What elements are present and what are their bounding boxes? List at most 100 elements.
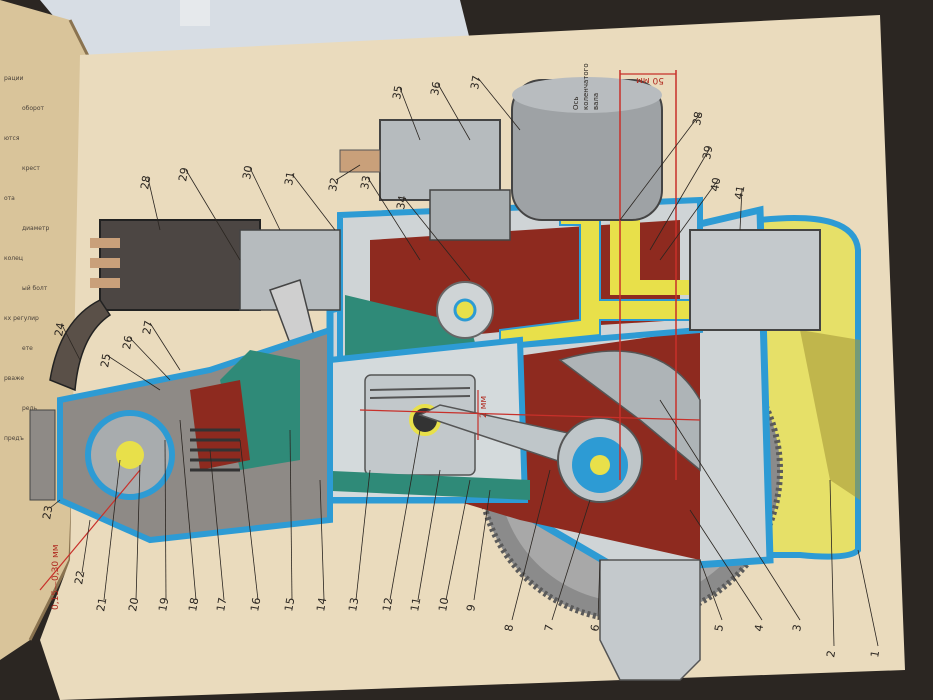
callout-number: 37 [468,74,483,90]
left-page-fragment: рель [22,405,37,412]
callout-number: 24 [52,321,67,337]
callout-leader [389,429,421,601]
callout-leader [473,489,491,601]
callout-leader [417,469,441,601]
callout-number: 32 [326,176,341,192]
callout-leader [335,164,361,181]
valve-cover [689,229,821,331]
callout-number: 26 [120,334,135,350]
callout-number: 25 [98,352,113,368]
callout-number: 18 [186,596,201,612]
callout-number: 2 [824,649,838,658]
ignition-lead [90,278,120,288]
crankpin-oil [590,455,610,475]
callout-number: 8 [502,623,516,632]
left-page-fragment: крест [22,165,40,172]
callout-number: 41 [732,184,747,200]
callout-leader [857,549,879,647]
carburetor [379,119,501,201]
intake-manifold [429,189,511,241]
left-page-fragment: предъ [4,435,24,442]
crank-counterweight [558,350,701,472]
callout-number: 31 [282,170,297,186]
oil-channel [499,209,691,347]
cylinder-fin [310,470,530,500]
callout-number: 17 [214,596,229,612]
camshaft-oil-hole [453,298,477,322]
callout-leader [185,169,241,261]
callout-number: 19 [156,596,171,612]
left-page-fragment: колец [4,255,23,262]
callout-number: 12 [380,596,395,612]
callout-number: 14 [314,596,329,612]
callout-number: 7 [542,623,556,632]
callout-number: 38 [690,110,705,126]
callout-number: 40 [708,176,723,192]
callout-number: 29 [176,166,191,182]
left-page-fragment: диаметр [22,225,49,232]
callout-number: 4 [752,623,766,632]
callout-number: 11 [408,596,423,612]
left-page-fragment: рваже [4,375,24,382]
callout-leader [135,464,141,601]
callout-leader [103,459,121,601]
callout-leader [659,179,719,261]
svg-text:вала: вала [592,93,600,110]
callout-number: 34 [394,194,409,210]
callout-leader [61,324,81,361]
callout-leader [49,499,61,509]
callout-number: 35 [390,84,405,100]
callout-leader [107,355,161,391]
crankshaft-axis-label: Ось коленчатого вала [572,63,600,110]
qr-code [180,0,210,26]
svg-text:коленчатого: коленчатого [582,63,590,110]
callout-leader [477,77,521,131]
callout-number: 33 [358,174,373,190]
ignition-distributor [99,219,261,311]
callout-leader [249,167,281,231]
callout-leader [289,429,293,601]
callout-number: 3 [790,623,804,632]
pulley-flange [29,409,56,501]
ignition-lead [90,238,120,248]
callout-leader [239,439,259,601]
callout-number: 20 [126,596,141,612]
callout-leader [649,147,711,251]
callout-leader [659,399,801,621]
valve-clearance-leader [39,469,141,591]
callout-number: 5 [712,623,726,632]
valve-spring [190,428,240,472]
fuel-fitting [339,149,381,173]
callout-leader [445,479,471,601]
callout-number: 28 [138,174,153,190]
callout-leader [699,559,723,621]
callout-leader [81,519,91,574]
callout-leader [551,499,591,621]
callout-leader [437,83,471,141]
callout-number: 27 [140,319,155,335]
callout-number: 22 [72,569,87,585]
callout-number: 16 [248,596,263,612]
callout-leader [619,113,701,221]
callout-number: 36 [428,80,443,96]
callout-leader [164,439,167,601]
callout-leader [179,419,197,601]
ignition-lead [90,258,120,268]
callout-leader [511,469,551,621]
valve-clearance-label: 0,15—0,30 мм [51,544,61,610]
piston-gap-label: 2 мм [479,396,489,418]
callout-number: 13 [346,596,361,612]
front-housing-red [190,380,250,470]
left-page-fragment: кх регулир [4,315,39,322]
callout-number: 30 [240,164,255,180]
left-page-fragment: ый болт [22,285,48,292]
callout-leader [355,469,371,601]
horizontal-axis-line [359,409,701,421]
piston-ring [369,395,471,399]
callout-leader [597,559,601,621]
callout-number: 6 [588,623,602,632]
callout-number: 21 [94,596,109,612]
callout-leader [367,177,421,261]
callouts: 1234567891011121314151617181920212223242… [40,74,882,658]
